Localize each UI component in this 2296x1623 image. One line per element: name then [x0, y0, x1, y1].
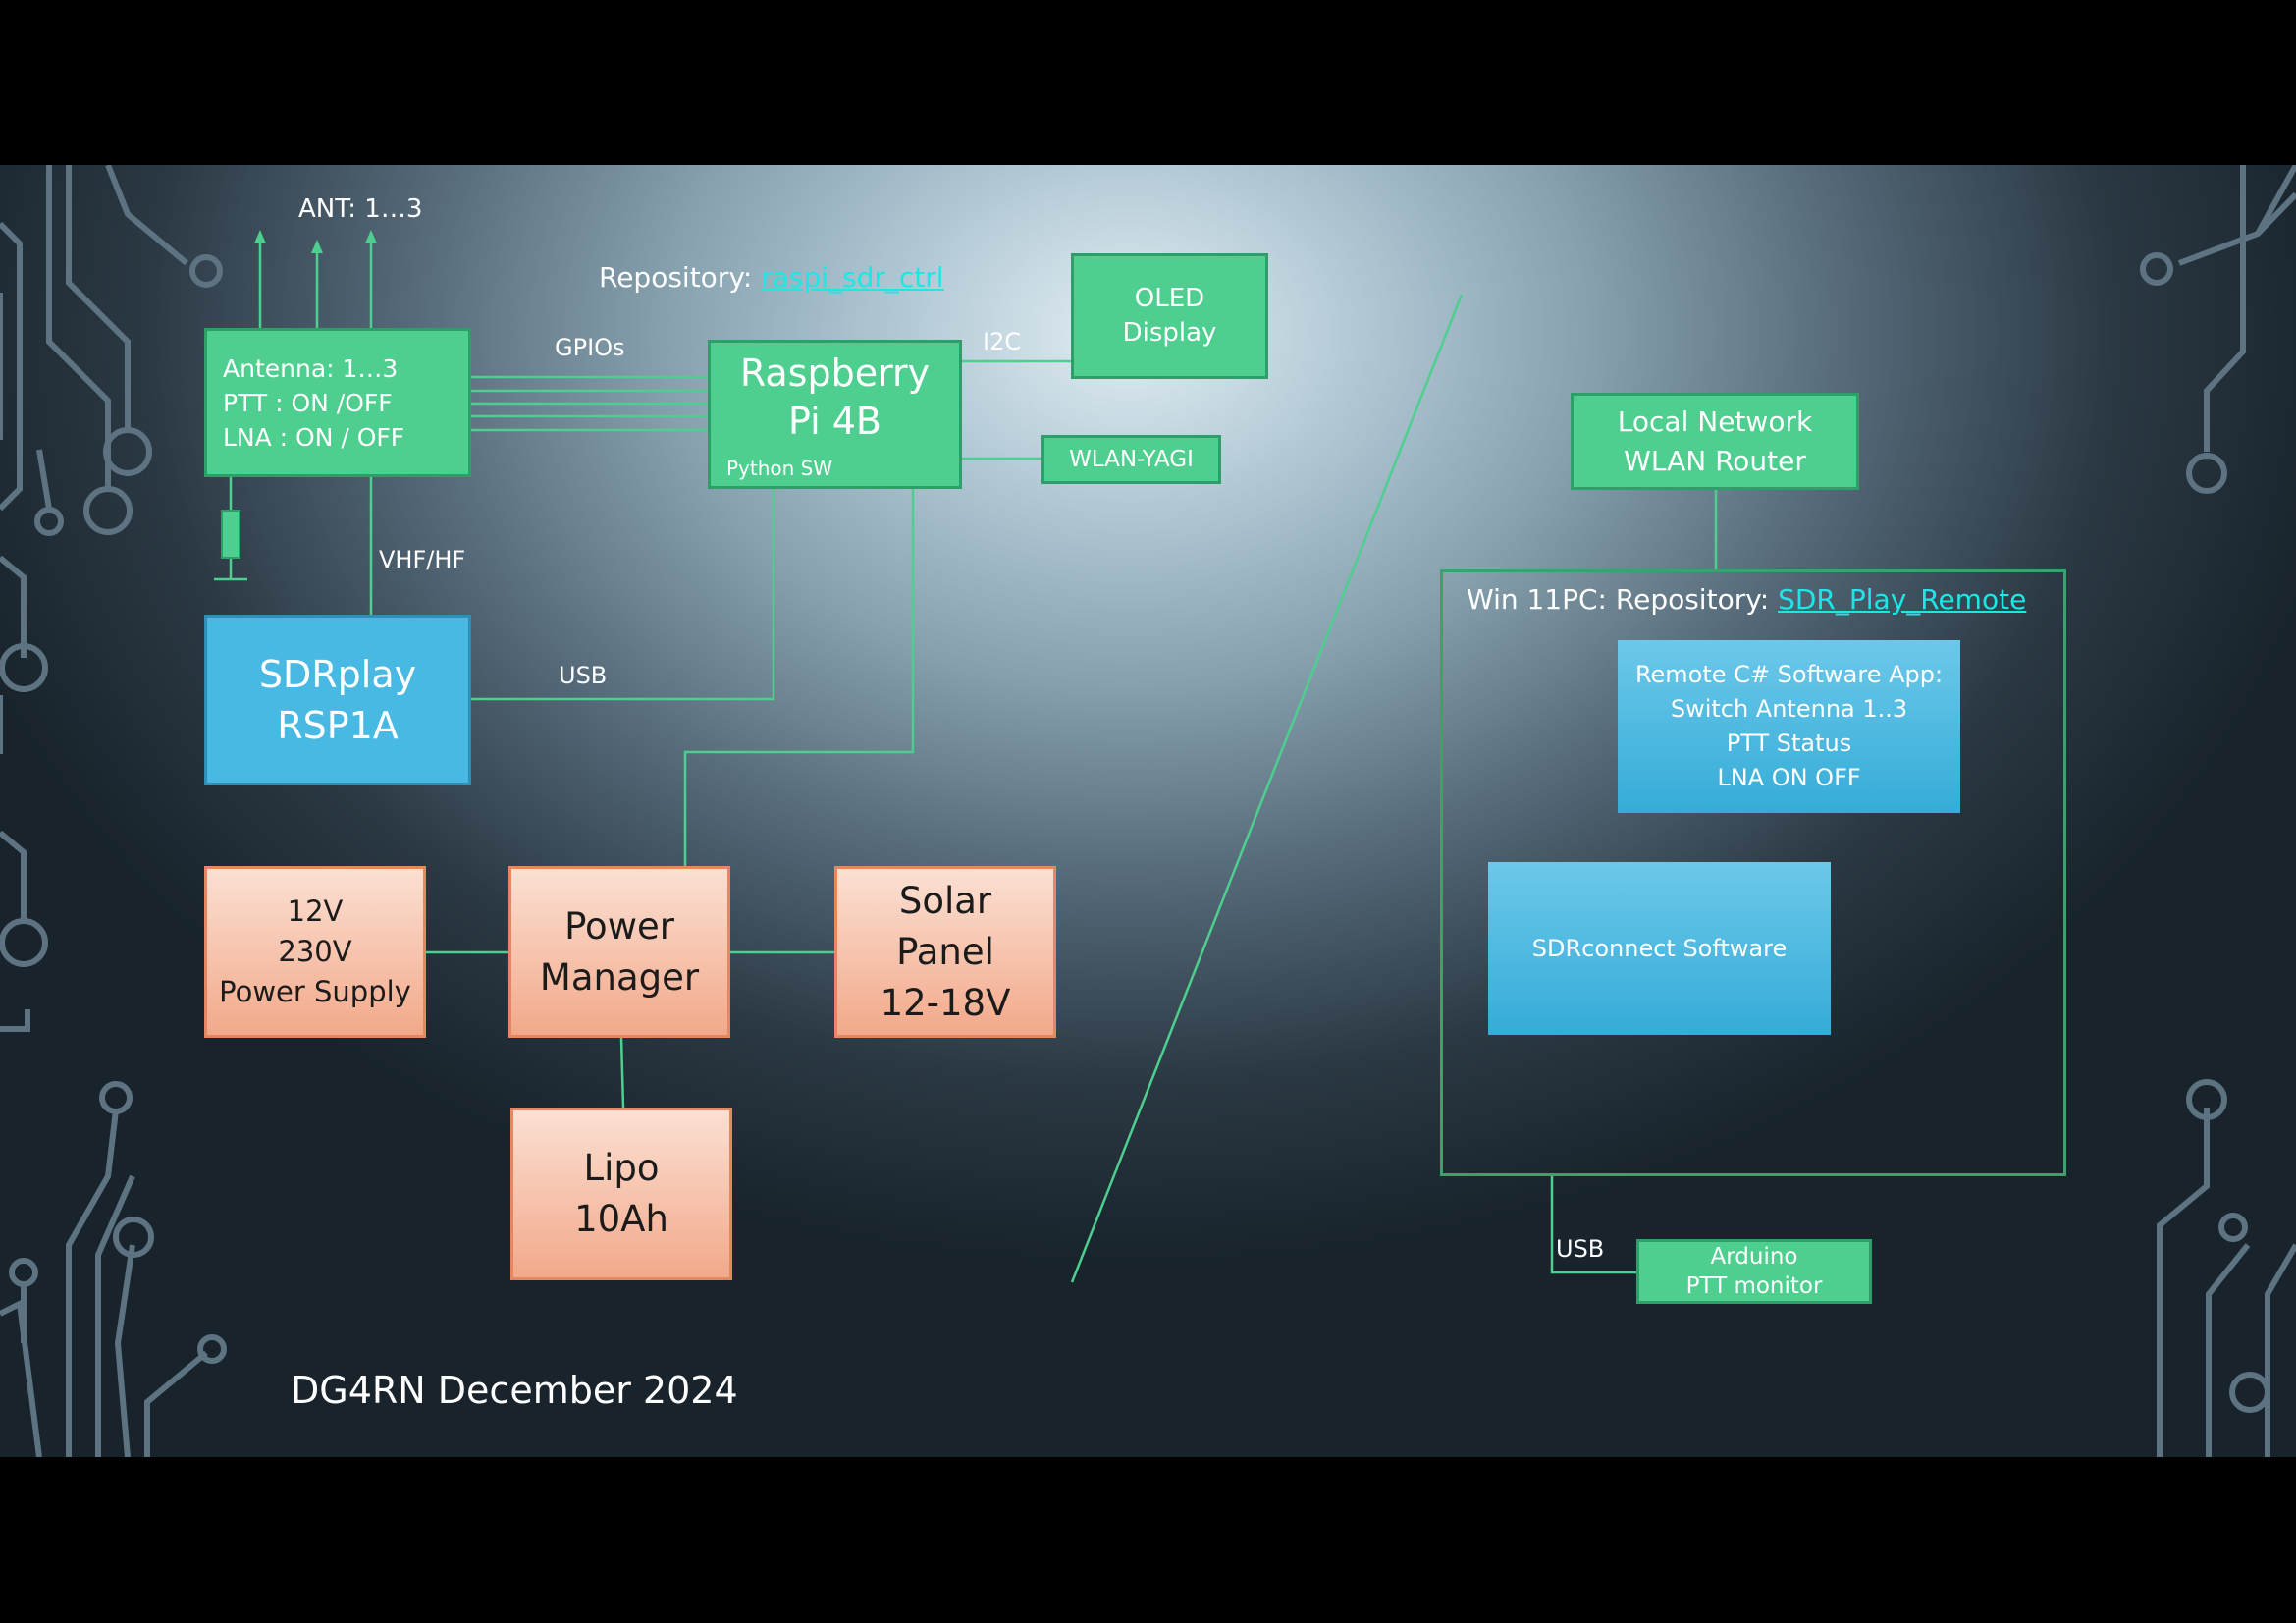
sdrplay-box: SDRplay RSP1A — [204, 615, 471, 785]
sdrconnect-label: SDRconnect Software — [1531, 935, 1788, 962]
lipo-line-2: 10Ah — [574, 1198, 668, 1240]
wlan-yagi-box: WLAN-YAGI — [1041, 435, 1221, 484]
power-supply-line-2: 230V — [278, 935, 352, 968]
switch-box-ptt: PTT : ON /OFF — [223, 388, 393, 417]
remote-app-box: Remote C# Software App: Switch Antenna 1… — [1618, 640, 1960, 813]
power-supply-line-1: 12V — [287, 894, 344, 928]
usb-right-label: USB — [1556, 1235, 1605, 1263]
pc-repository-prefix: Win 11PC: Repository: — [1467, 583, 1779, 616]
slide: ANT: 1…3 Repository: raspi_sdr_ctrl GPIO… — [0, 165, 2296, 1457]
remote-app-line-1: Remote C# Software App: — [1634, 661, 1944, 688]
wiring-layer — [214, 230, 1718, 1283]
lipo-line-1: Lipo — [583, 1147, 660, 1189]
footer-credit: DG4RN December 2024 — [291, 1369, 738, 1412]
switch-box-lna: LNA : ON / OFF — [223, 422, 405, 452]
pc-repository: Win 11PC: Repository: SDR_Play_Remote — [1467, 583, 2026, 616]
router-line-1: Local Network — [1617, 405, 1813, 438]
power-supply-box: 12V 230V Power Supply — [204, 866, 426, 1038]
vhf-hf-label: VHF/HF — [379, 546, 466, 573]
circuit-decoration — [0, 165, 2296, 1457]
oled-line-2: Display — [1122, 318, 1217, 348]
solar-panel-line-3: 12-18V — [880, 981, 1011, 1024]
solar-panel-line-2: Panel — [896, 930, 994, 973]
pc-repository-link[interactable]: SDR_Play_Remote — [1778, 583, 2027, 616]
oled-line-1: OLED — [1134, 284, 1205, 313]
divider-line — [1070, 294, 1464, 1283]
i2c-label: I2C — [983, 328, 1022, 355]
raspberry-pi-title-2: Pi 4B — [788, 400, 881, 443]
solar-panel-line-1: Solar — [898, 879, 992, 922]
remote-app-line-2: Switch Antenna 1..3 — [1670, 695, 1908, 723]
resistor-icon — [221, 510, 240, 559]
wlan-yagi-label: WLAN-YAGI — [1069, 447, 1194, 472]
router-line-2: WLAN Router — [1624, 444, 1806, 477]
repository-left-link[interactable]: raspi_sdr_ctrl — [761, 261, 944, 294]
solar-panel-box: Solar Panel 12-18V — [834, 866, 1056, 1038]
remote-app-line-3: PTT Status — [1726, 730, 1852, 757]
lipo-box: Lipo 10Ah — [510, 1108, 732, 1280]
switch-box: Antenna: 1…3 PTT : ON /OFF LNA : ON / OF… — [204, 328, 471, 477]
power-manager-box: Power Manager — [508, 866, 730, 1038]
repository-left: Repository: raspi_sdr_ctrl — [599, 261, 944, 294]
usb-left-label: USB — [559, 662, 608, 689]
remote-app-line-4: LNA ON OFF — [1717, 764, 1861, 791]
raspberry-pi-box: Raspberry Pi 4B Python SW — [708, 340, 962, 489]
oled-display-box: OLED Display — [1071, 253, 1268, 379]
power-supply-line-3: Power Supply — [219, 975, 411, 1008]
power-manager-line-1: Power — [564, 904, 674, 947]
switch-box-antenna: Antenna: 1…3 — [223, 353, 399, 383]
arduino-line-2: PTT monitor — [1685, 1273, 1823, 1299]
repository-left-prefix: Repository: — [599, 261, 762, 294]
arduino-box: Arduino PTT monitor — [1636, 1239, 1872, 1304]
wlan-router-box: Local Network WLAN Router — [1571, 393, 1859, 490]
arduino-line-1: Arduino — [1710, 1244, 1798, 1270]
raspberry-pi-title-1: Raspberry — [739, 352, 931, 395]
raspberry-pi-sub: Python SW — [726, 457, 833, 480]
gpios-label: GPIOs — [555, 334, 625, 361]
sdrconnect-box: SDRconnect Software — [1488, 862, 1831, 1035]
win11-pc-box — [1440, 569, 2066, 1176]
sdrplay-line-1: SDRplay — [258, 653, 417, 696]
sdrplay-line-2: RSP1A — [277, 704, 399, 747]
antenna-label: ANT: 1…3 — [298, 194, 423, 224]
power-manager-line-2: Manager — [539, 955, 700, 999]
